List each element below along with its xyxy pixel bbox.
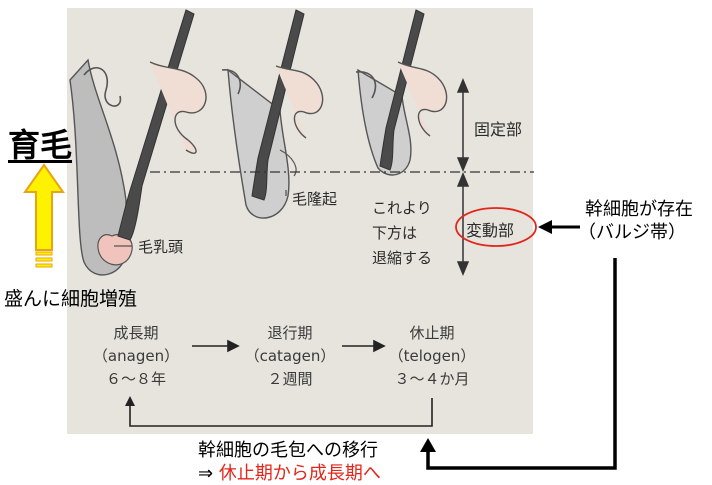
return-loop-arrow [129,398,433,427]
stage-term: （anagen） [92,347,180,365]
variable-part-label: 変動部 [466,221,515,240]
arrow-prefix: ⇒ [198,463,214,484]
stage-name: 退行期 [267,324,313,342]
stem-cells-label: 幹細胞が存在 [585,199,693,220]
follicle-anagen [69,9,207,276]
regression-note: これより 下方は 退縮する [372,196,432,271]
stage-arrows [192,339,386,353]
stage-anagen: 成長期 （anagen） ６～８年 [86,322,186,391]
proliferation-label: 盛んに細胞増殖 [4,288,138,310]
stem-cell-pointer-arrow [538,220,580,234]
stage-duration: ６～８年 [105,370,166,388]
migration-label: 幹細胞の毛包への移行 [198,440,378,461]
regression-note-line2: 下方は [372,224,418,242]
follicle-catagen [221,9,324,219]
range-arrows [456,78,470,276]
bulge-label: 毛隆起 [292,190,338,208]
papilla-label: 毛乳頭 [138,238,184,256]
stage-term: （telogen） [388,347,476,365]
stage-term: （catagen） [244,347,336,365]
telogen-to-anagen-label: 休止期から成長期へ [218,463,381,484]
follicle-telogen [355,9,448,176]
ikumo-heading: 育毛 [8,126,73,164]
stage-telogen: 休止期 （telogen） ３～４か月 [380,322,484,391]
bulge-zone-label: （バルジ帯） [578,222,686,243]
fixed-part-label: 固定部 [474,120,523,139]
telogen-to-anagen-line: ⇒ 休止期から成長期へ [198,459,381,485]
growth-up-arrow [23,163,65,268]
stage-catagen: 退行期 （catagen） ２週間 [238,322,342,391]
regression-note-line3: 退縮する [372,249,433,267]
stage-duration: ２週間 [267,370,313,388]
regression-note-line1: これより [372,199,432,217]
stage-name: 休止期 [409,324,455,342]
migration-path-arrow [420,258,617,470]
stage-name: 成長期 [113,324,159,342]
stage-duration: ３～４か月 [394,370,470,388]
variable-part-highlight-circle [455,207,537,247]
